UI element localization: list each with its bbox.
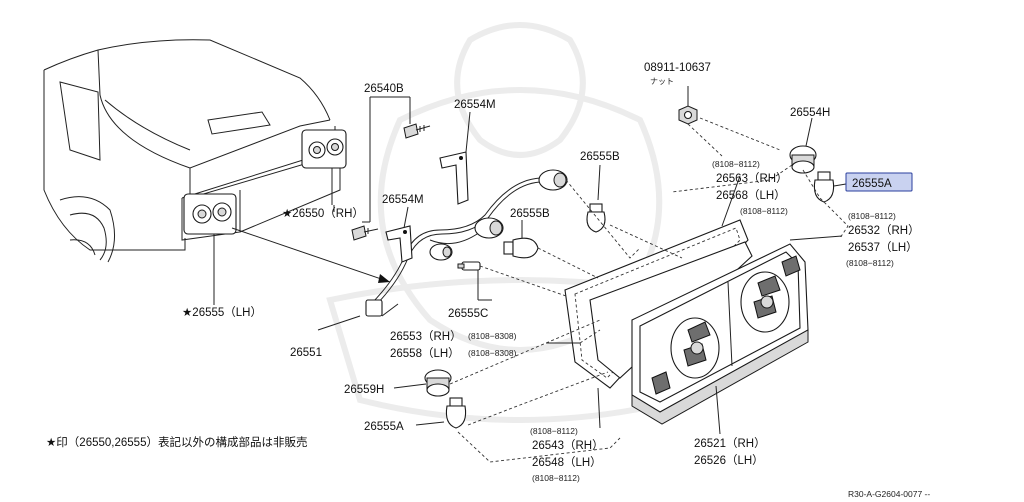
- label-26555A-low: 26555A: [364, 421, 404, 433]
- label-26559H: 26559H: [344, 384, 384, 396]
- socket-26554H: [789, 145, 817, 174]
- bulb-26555A-top: [813, 171, 835, 203]
- nut-08911: [678, 105, 698, 125]
- label-range-d: (8108−8112): [846, 258, 894, 268]
- bulb-26555B-top: [586, 203, 606, 233]
- bulb-26555C: [457, 261, 481, 271]
- highlight-box[interactable]: [845, 172, 913, 192]
- screw-lower: [351, 225, 379, 241]
- label-range-a: (8108−8112): [712, 159, 760, 169]
- label-range-f: (8108−8112): [532, 473, 580, 483]
- label-08911-nut: ナット: [650, 77, 674, 86]
- bulb-26555B-mid: [503, 237, 539, 259]
- label-26537: 26537（LH）: [848, 241, 918, 254]
- label-26554H: 26554H: [790, 107, 830, 119]
- bracket-lower: [385, 225, 413, 263]
- leader-lines: [317, 86, 849, 463]
- label-26543: 26543（RH）: [532, 439, 604, 452]
- label-26555B-mid: 26555B: [510, 208, 550, 220]
- label-26521: 26521（RH）: [694, 437, 766, 450]
- label-26568: 26568（LH）: [716, 189, 786, 202]
- label-26555-lh: ★26555（LH）: [182, 306, 262, 319]
- label-26563: 26563（RH）: [716, 172, 788, 185]
- label-26554M-mid: 26554M: [382, 194, 424, 206]
- label-26540B: 26540B: [364, 83, 404, 95]
- label-range-c: (8108−8112): [848, 211, 896, 221]
- wire-harness: [365, 177, 541, 317]
- note-text: ★印（26550,26555）表記以外の構成部品は非販売: [46, 435, 307, 449]
- label-26554M-top: 26554M: [454, 99, 496, 111]
- label-26558: 26558（LH）: [390, 347, 460, 360]
- label-26526: 26526（LH）: [694, 454, 764, 467]
- reference-code: R30-A-G2604-0077 --: [848, 489, 930, 499]
- tail-lamp-assembly: [631, 243, 809, 425]
- label-26548: 26548（LH）: [532, 456, 602, 469]
- label-26555B-top: 26555B: [580, 151, 620, 163]
- label-26555C: 26555C: [448, 308, 488, 320]
- car-body: [43, 39, 347, 305]
- screw-upper: [403, 123, 431, 139]
- bracket-upper: [439, 151, 469, 205]
- label-26532: 26532（RH）: [848, 224, 920, 237]
- bulb-26555A-low: [445, 397, 467, 429]
- label-range-8308-b: (8108−8308): [468, 348, 517, 358]
- socket-26559H: [424, 369, 452, 397]
- label-26555A-highlight: 26555A: [852, 178, 892, 190]
- label-range-8308-a: (8108−8308): [468, 331, 517, 341]
- label-08911: 08911-10637: [644, 62, 711, 74]
- label-26551: 26551: [290, 347, 322, 359]
- label-26553: 26553（RH）: [390, 330, 462, 343]
- label-range-b: (8108−8112): [740, 206, 788, 216]
- label-range-e: (8108−8112): [530, 426, 578, 436]
- socket-upper: [538, 169, 568, 191]
- socket-middle: [474, 217, 504, 239]
- label-26550: ★26550（RH）: [282, 207, 364, 220]
- socket-lower: [429, 243, 453, 261]
- pointer-arrow: [231, 227, 391, 283]
- labels: 26540B 26554M 08911-10637 ナット 26554H 265…: [46, 62, 930, 499]
